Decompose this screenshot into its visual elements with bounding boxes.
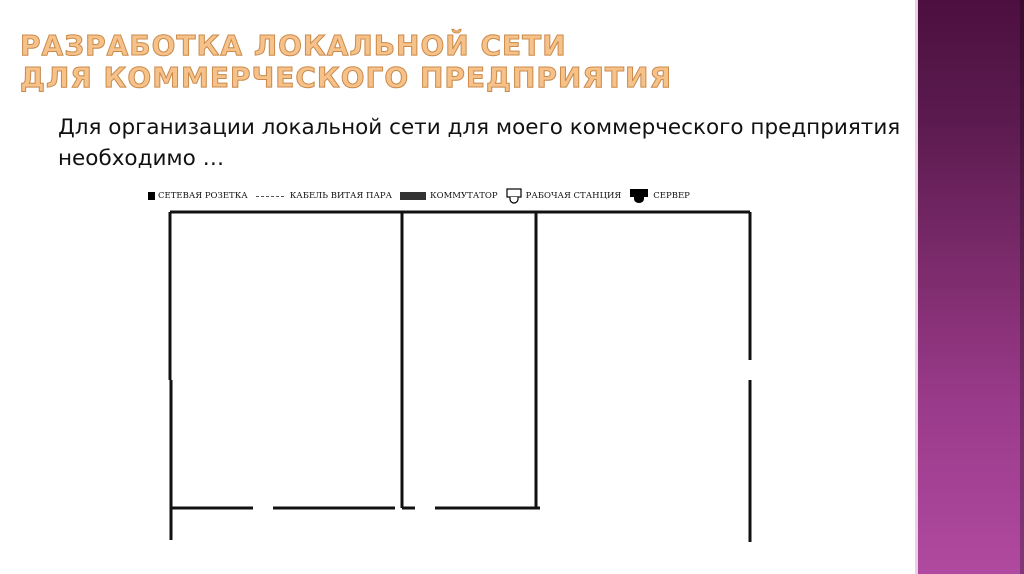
legend-item-server: СЕРВЕР [629, 188, 690, 204]
walls [168, 210, 752, 542]
network-socket-icon [148, 192, 155, 200]
switch-icon [400, 192, 427, 200]
legend-item-cable: КАБЕЛЬ ВИТАЯ ПАРА [255, 191, 393, 201]
legend-label: КОММУТАТОР [430, 191, 498, 201]
legend-label: СЕТЕВАЯ РОЗЕТКА [158, 191, 248, 201]
diagram-legend: СЕТЕВАЯ РОЗЕТКА КАБЕЛЬ ВИТАЯ ПАРА КОММУТ… [148, 188, 698, 204]
slide-title: Разработка локальной сети для коммерческ… [19, 29, 673, 94]
twisted-pair-cable-icon [255, 195, 284, 197]
slide-title-line-1: Разработка локальной сети [19, 29, 567, 62]
slide-title-line-2: для коммерческого предприятия [19, 61, 673, 94]
legend-label: СЕРВЕР [653, 191, 690, 201]
legend-item-socket: СЕТЕВАЯ РОЗЕТКА [148, 191, 248, 201]
legend-label: РАБОЧАЯ СТАНЦИЯ [525, 191, 622, 201]
slide-body-text: Для организации локальной сети для моего… [58, 115, 901, 171]
legend-label: КАБЕЛЬ ВИТАЯ ПАРА [289, 191, 393, 201]
server-icon [630, 189, 649, 203]
legend-item-workstation: РАБОЧАЯ СТАНЦИЯ [506, 188, 622, 204]
decorative-side-band [915, 0, 1024, 574]
legend-item-switch: КОММУТАТОР [400, 191, 498, 201]
workstation-icon [506, 188, 522, 204]
